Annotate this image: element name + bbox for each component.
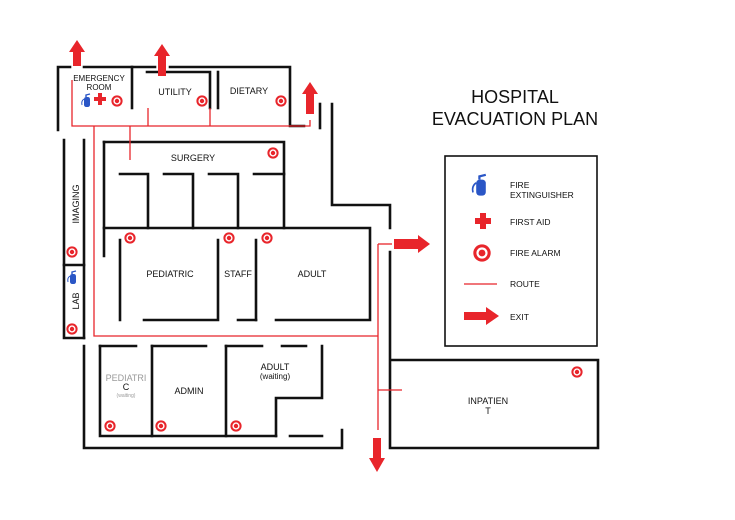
- fire-alarm-icon: [66, 246, 78, 258]
- room-label-lab: LAB: [71, 292, 81, 310]
- legend-label-fire-alarm: FIRE ALARM: [510, 248, 561, 258]
- room-label-pediatric-waiting-line1: PEDIATRI: [105, 373, 147, 383]
- legend-first-aid-icon: [475, 213, 491, 229]
- fire-alarm-icon: [267, 147, 279, 159]
- route-lines: [71, 80, 402, 430]
- fire-alarm-icon: [571, 366, 583, 378]
- legend-fire-alarm-icon: [473, 244, 491, 262]
- room-label-pediatric-waiting-line3: (waiting): [116, 393, 136, 399]
- legend-fire-extinguisher-icon: [471, 173, 487, 197]
- fire-alarm-icon: [111, 95, 123, 107]
- room-label-staff: STAFF: [224, 269, 252, 279]
- room-label-surgery: SURGERY: [170, 153, 216, 163]
- fire-alarm-icon: [196, 95, 208, 107]
- legend-label-first-aid: FIRST AID: [510, 217, 551, 227]
- walls: [56, 65, 600, 450]
- room-label-emergency-line2: ROOM: [86, 83, 112, 92]
- room-label-admin: ADMIN: [174, 386, 204, 396]
- safety-icons: [67, 93, 106, 285]
- legend-label-fire-extinguisher-line1: FIRE: [510, 180, 530, 190]
- room-label-adult-waiting-line1: ADULT: [260, 362, 290, 372]
- room-label-adult: ADULT: [297, 269, 327, 279]
- room-label-imaging: IMAGING: [71, 184, 81, 224]
- legend-exit-arrow-icon: [464, 307, 499, 325]
- fire-alarm-icon: [104, 420, 116, 432]
- fire-alarm-icon: [155, 420, 167, 432]
- exit-arrow-icon: [154, 44, 170, 76]
- room-label-emergency: EMERGENCY ROOM: [66, 74, 132, 92]
- exit-arrow-icon: [302, 82, 318, 114]
- title-line-2: EVACUATION PLAN: [431, 109, 599, 129]
- exit-arrow-icon: [69, 40, 85, 66]
- exit-arrows: [69, 40, 430, 472]
- exit-arrow-icon: [394, 235, 430, 253]
- fire-alarm-icon: [230, 420, 242, 432]
- fire-alarm-icon: [223, 232, 235, 244]
- room-label-utility: UTILITY: [158, 87, 192, 97]
- fire-alarm-icon: [124, 232, 136, 244]
- legend-label-fire-extinguisher-line2: EXTINGUISHER: [510, 190, 574, 200]
- title-line-1: HOSPITAL: [471, 87, 559, 107]
- room-label-adult-waiting: ADULT (waiting): [244, 362, 306, 382]
- room-label-inpatient: INPATIEN T: [460, 396, 516, 416]
- legend-label-exit: EXIT: [510, 312, 529, 322]
- room-label-pediatric: PEDIATRIC: [146, 269, 194, 279]
- legend: [444, 155, 598, 347]
- legend-label-fire-extinguisher: FIRE EXTINGUISHER: [510, 180, 574, 200]
- fire-extinguisher-icon: [81, 93, 91, 108]
- fire-extinguisher-icon: [67, 270, 77, 285]
- room-label-emergency-line1: EMERGENCY: [73, 74, 125, 83]
- plan-title: HOSPITAL EVACUATION PLAN: [405, 86, 625, 130]
- room-label-adult-waiting-line2: (waiting): [259, 372, 291, 381]
- exit-arrow-icon: [369, 438, 385, 472]
- first-aid-icon: [94, 93, 106, 105]
- room-label-inpatient-line2: T: [485, 406, 491, 416]
- room-label-inpatient-line1: INPATIEN: [467, 396, 509, 406]
- fire-alarm-icon: [66, 323, 78, 335]
- room-label-pediatric-waiting-line2: C: [122, 382, 130, 392]
- fire-alarm-icon: [275, 95, 287, 107]
- fire-alarm-icon: [261, 232, 273, 244]
- room-label-dietary: DIETARY: [229, 86, 269, 96]
- room-label-pediatric-waiting: PEDIATRI C (waiting): [102, 374, 150, 401]
- legend-label-route: ROUTE: [510, 279, 540, 289]
